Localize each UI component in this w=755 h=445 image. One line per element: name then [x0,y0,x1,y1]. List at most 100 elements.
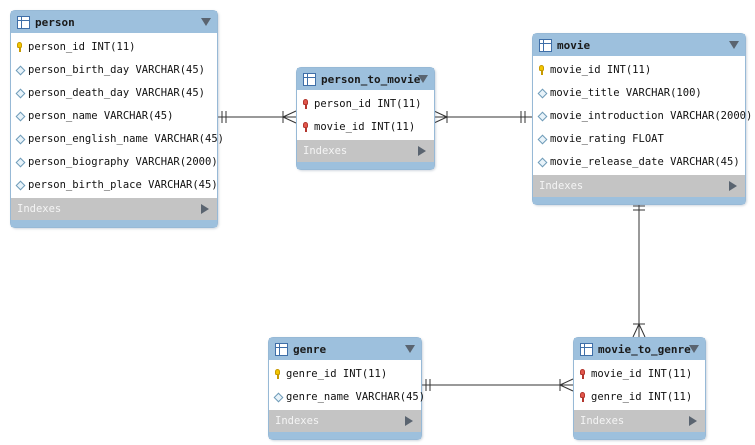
column-row[interactable]: person_biography VARCHAR(2000) [11,150,218,173]
collapse-arrow-icon[interactable] [729,41,739,49]
indexes-label: Indexes [303,145,348,157]
column-text: movie_introduction VARCHAR(2000) [550,109,753,122]
column-row[interactable]: person_english_name VARCHAR(45) [11,127,224,150]
column-row[interactable]: person_birth_day VARCHAR(45) [11,58,217,81]
column-diamond-icon [538,111,546,121]
table-movie[interactable]: movie movie_id INT(11) movie_title VARCH… [532,33,752,205]
expand-arrow-icon[interactable] [405,416,413,426]
table-icon [303,72,316,86]
table-person-to-movie[interactable]: person_to_movie person_id INT(11) movie_… [296,67,435,170]
table-movie-to-genre[interactable]: movie_to_genre movie_id INT(11) genre_id… [573,337,706,440]
indexes-label: Indexes [580,415,625,427]
column-diamond-icon [16,157,24,167]
column-diamond-icon [538,157,546,167]
column-text: person_birth_place VARCHAR(45) [28,178,218,191]
column-text: person_biography VARCHAR(2000) [28,155,218,168]
column-row[interactable]: genre_name VARCHAR(45) [269,385,425,408]
indexes-bar[interactable]: Indexes [533,175,745,197]
table-header[interactable]: movie [533,34,745,56]
table-header[interactable]: movie_to_genre [574,338,705,360]
table-footer [11,220,217,227]
expand-arrow-icon[interactable] [729,181,737,191]
column-row[interactable]: person_birth_place VARCHAR(45) [11,173,218,196]
column-diamond-icon [16,65,24,75]
column-row[interactable]: movie_id INT(11) [297,115,434,138]
indexes-bar[interactable]: Indexes [269,410,421,432]
table-header[interactable]: genre [269,338,421,360]
table-name: movie_to_genre [598,342,691,356]
column-list: movie_id INT(11) genre_id INT(11) [574,360,705,410]
column-row[interactable]: movie_id INT(11) [574,362,705,385]
column-diamond-icon [16,180,24,190]
foreign-key-icon [579,368,587,379]
column-text: movie_id INT(11) [591,367,693,380]
table-person[interactable]: person person_id INT(11) person_birth_da… [10,10,224,228]
table-footer [297,162,434,169]
collapse-arrow-icon[interactable] [405,345,415,353]
column-row[interactable]: person_id INT(11) [297,92,434,115]
column-row[interactable]: movie_rating FLOAT [533,127,745,150]
primary-key-icon [274,368,282,379]
table-name: genre [293,342,327,356]
indexes-bar[interactable]: Indexes [11,198,217,220]
table-icon [275,342,288,356]
table-footer [574,432,705,439]
column-text: person_english_name VARCHAR(45) [28,132,224,145]
foreign-key-icon [579,391,587,402]
column-text: person_id INT(11) [314,97,422,110]
indexes-bar[interactable]: Indexes [574,410,705,432]
column-text: movie_release_date VARCHAR(45) [550,155,740,168]
table-name: person [35,15,75,29]
column-diamond-icon [274,392,282,402]
column-text: person_birth_day VARCHAR(45) [28,63,206,76]
column-text: genre_name VARCHAR(45) [286,390,426,403]
expand-arrow-icon[interactable] [201,204,209,214]
column-diamond-icon [16,111,24,121]
collapse-arrow-icon[interactable] [418,75,428,83]
table-icon [539,38,552,52]
indexes-bar[interactable]: Indexes [297,140,434,162]
column-diamond-icon [16,134,24,144]
table-icon [17,15,30,29]
column-list: movie_id INT(11) movie_title VARCHAR(100… [533,56,752,175]
collapse-arrow-icon[interactable] [201,18,211,26]
collapse-arrow-icon[interactable] [689,345,699,353]
column-row[interactable]: person_name VARCHAR(45) [11,104,217,127]
table-footer [269,432,421,439]
indexes-label: Indexes [275,415,320,427]
table-header[interactable]: person_to_movie [297,68,434,90]
primary-key-icon [16,41,24,52]
table-name: movie [557,38,591,52]
foreign-key-icon [302,98,310,109]
table-header[interactable]: person [11,11,217,33]
column-row[interactable]: movie_release_date VARCHAR(45) [533,150,745,173]
column-text: person_name VARCHAR(45) [28,109,174,122]
column-text: person_death_day VARCHAR(45) [28,86,206,99]
table-name: person_to_movie [321,72,421,86]
table-icon [580,342,593,356]
relationship-movie-to-person-to-movie[interactable] [433,110,533,124]
column-row[interactable]: movie_id INT(11) [533,58,745,81]
column-row[interactable]: movie_title VARCHAR(100) [533,81,745,104]
column-text: genre_id INT(11) [286,367,388,380]
column-text: movie_id INT(11) [550,63,652,76]
column-row[interactable]: person_death_day VARCHAR(45) [11,81,217,104]
expand-arrow-icon[interactable] [689,416,697,426]
relationship-movie-to-movie-to-genre[interactable] [632,201,646,338]
relationship-person-to-person-to-movie[interactable] [217,110,297,124]
indexes-label: Indexes [539,180,584,192]
column-list: person_id INT(11) person_birth_day VARCH… [11,33,224,198]
column-row[interactable]: movie_introduction VARCHAR(2000) [533,104,752,127]
table-footer [533,197,745,204]
column-text: genre_id INT(11) [591,390,693,403]
column-text: movie_title VARCHAR(100) [550,86,702,99]
column-row[interactable]: genre_id INT(11) [269,362,421,385]
table-genre[interactable]: genre genre_id INT(11) genre_name VARCHA… [268,337,425,440]
column-row[interactable]: person_id INT(11) [11,35,217,58]
column-row[interactable]: genre_id INT(11) [574,385,705,408]
expand-arrow-icon[interactable] [418,146,426,156]
relationship-genre-to-movie-to-genre[interactable] [421,378,574,392]
column-list: genre_id INT(11) genre_name VARCHAR(45) [269,360,425,410]
column-list: person_id INT(11) movie_id INT(11) [297,90,434,140]
